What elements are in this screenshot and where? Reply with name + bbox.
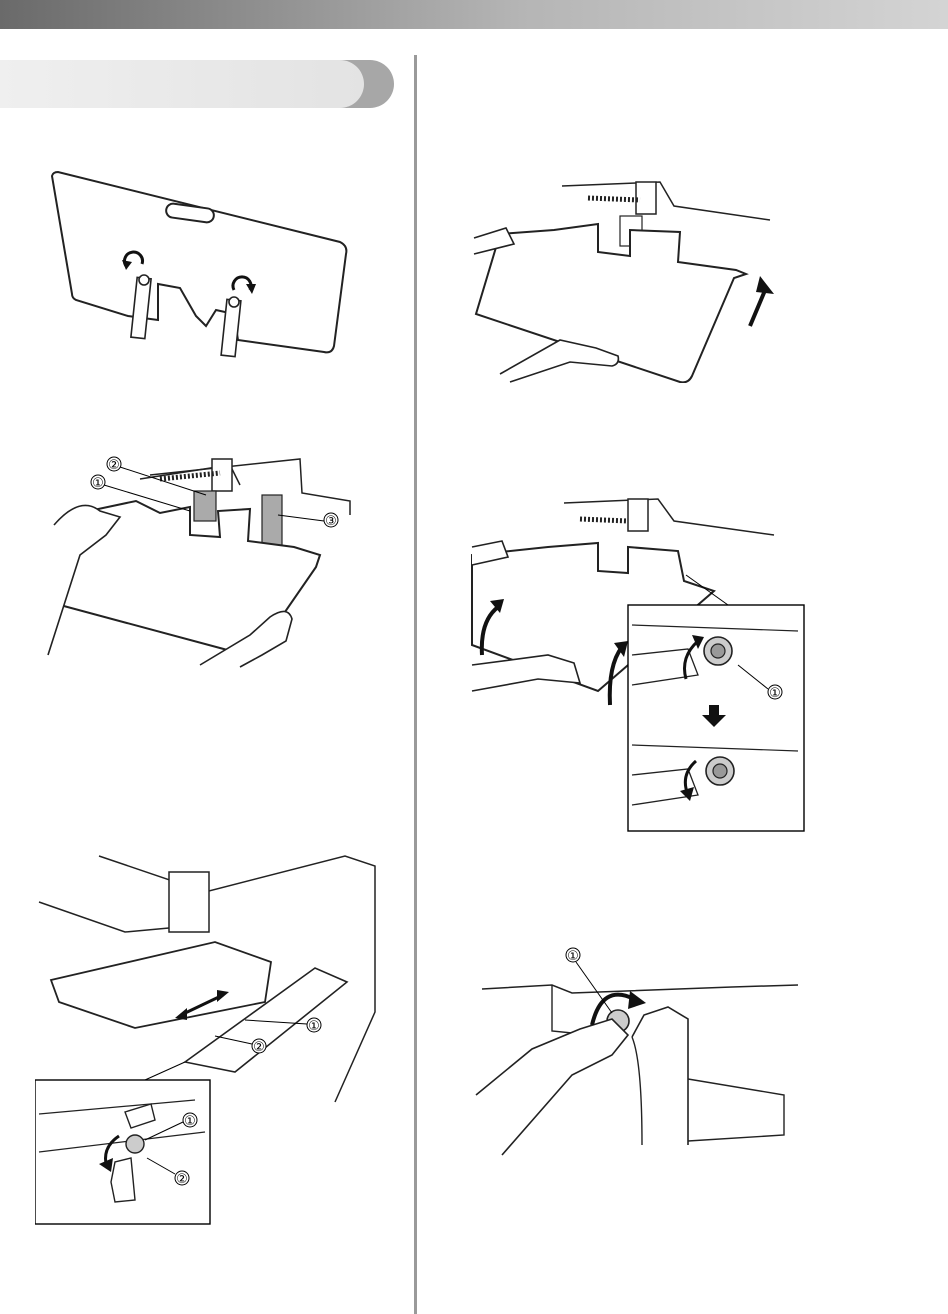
- callout-1: ①: [308, 1019, 320, 1034]
- figure-frame-install: ① ② ① ②: [35, 852, 380, 1227]
- figure-board-lock: ①: [468, 495, 808, 835]
- figure-board-lift: [470, 178, 780, 383]
- callout-2: ②: [108, 458, 120, 473]
- page-header-bar: [0, 0, 948, 29]
- callout-1: ①: [567, 949, 579, 964]
- figure-knob-turn: ①: [472, 945, 802, 1160]
- callout-inset-1: ①: [184, 1114, 196, 1129]
- up-arrow-icon: [750, 276, 774, 326]
- callout-1: ①: [769, 686, 781, 701]
- column-divider: [414, 55, 417, 1314]
- callout-inset-2: ②: [176, 1172, 188, 1187]
- callout-1: ①: [92, 476, 104, 491]
- callout-2: ②: [253, 1040, 265, 1055]
- figure-board-placement: ① ② ③: [40, 455, 360, 670]
- section-tab: [0, 60, 398, 108]
- callout-3: ③: [325, 514, 337, 529]
- figure-board-brackets: [48, 168, 353, 358]
